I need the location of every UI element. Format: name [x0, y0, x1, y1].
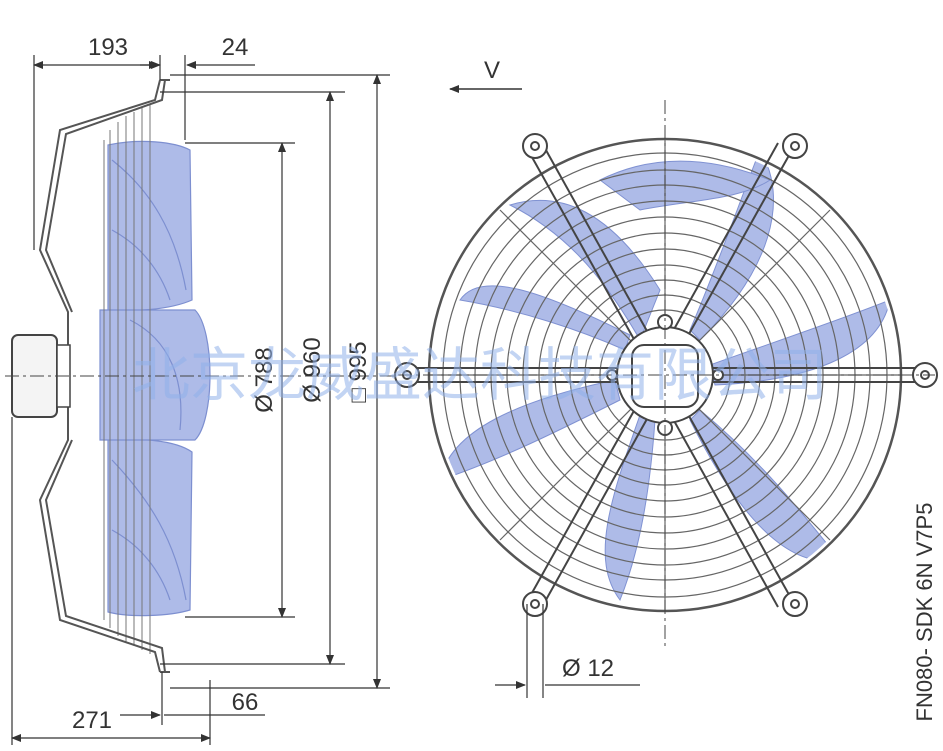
- airflow-label: V: [484, 57, 500, 84]
- side-guard-wires: [103, 104, 151, 654]
- mounting-holes: [394, 133, 938, 617]
- side-view: [5, 79, 395, 673]
- dim-24: 24: [222, 34, 249, 61]
- dim-960: Ø 960: [299, 337, 326, 402]
- side-dimensions: [11, 55, 390, 745]
- dim-271: 271: [72, 707, 112, 734]
- watermark-text: 北京龙威盛达科技有限公司: [132, 341, 828, 409]
- dim-66: 66: [232, 689, 259, 716]
- mounting-arms: [405, 142, 925, 608]
- dim-12: Ø 12: [562, 655, 614, 682]
- dim-788: Ø 788: [251, 347, 278, 412]
- hole-dimension: [495, 604, 640, 698]
- dim-995: □ 995: [345, 341, 372, 402]
- model-label: FN080- SDK 6N V7P5: [912, 503, 937, 722]
- front-view: [394, 100, 938, 650]
- dim-193: 193: [88, 34, 128, 61]
